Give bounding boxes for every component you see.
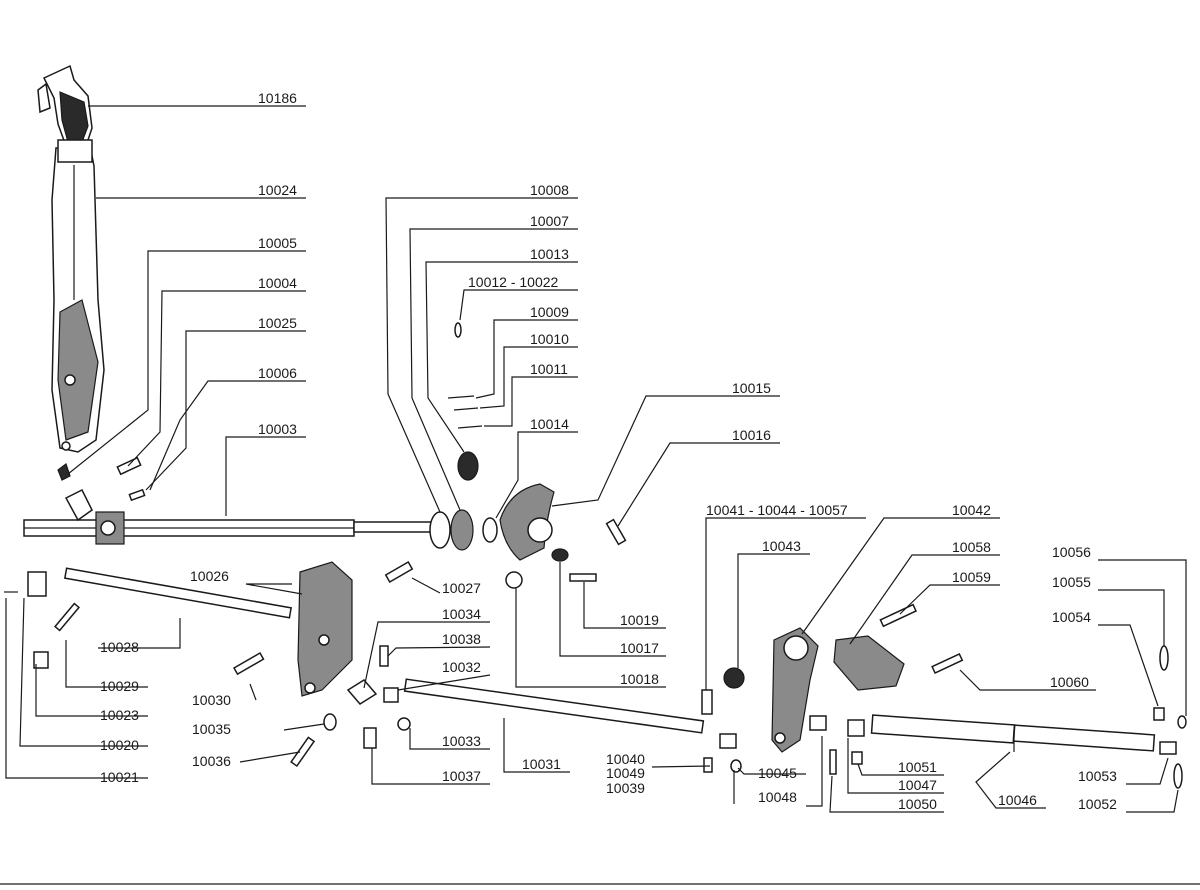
label-10004: 10004	[258, 275, 297, 291]
label-10024: 10024	[258, 182, 297, 198]
label-10007: 10007	[530, 213, 569, 229]
label-10010: 10010	[530, 331, 569, 347]
label-10037: 10037	[442, 768, 481, 784]
label-10051: 10051	[898, 759, 937, 775]
label-10011: 10011	[530, 361, 568, 377]
label-10026: 10026	[190, 568, 229, 584]
label-10012-10022: 10012 - 10022	[468, 274, 559, 290]
label-10038: 10038	[442, 631, 481, 647]
label-10031: 10031	[522, 756, 561, 772]
label-10017: 10017	[620, 640, 659, 656]
label-10054: 10054	[1052, 609, 1091, 625]
label-10013: 10013	[530, 246, 569, 262]
label-10005: 10005	[258, 235, 297, 251]
label-10036: 10036	[192, 753, 231, 769]
label-10015: 10015	[732, 380, 771, 396]
label-10003: 10003	[258, 421, 297, 437]
main-shaft-assembly	[23, 322, 627, 561]
label-10059: 10059	[952, 569, 991, 585]
label-10047: 10047	[898, 777, 937, 793]
label-10025: 10025	[258, 315, 297, 331]
label-10046: 10046	[998, 792, 1037, 808]
label-10006: 10006	[258, 365, 297, 381]
hand-lever-assembly	[37, 64, 146, 502]
label-10039: 10039	[606, 780, 645, 796]
label-10056: 10056	[1052, 544, 1091, 560]
label-10027: 10027	[442, 580, 481, 596]
label-10045: 10045	[758, 765, 797, 781]
relay-linkage	[4, 561, 705, 768]
label-10060: 10060	[1050, 674, 1089, 690]
label-10021: 10021	[100, 769, 139, 785]
label-10048: 10048	[758, 789, 797, 805]
leader-lines	[0, 105, 1200, 885]
label-10040: 10040	[606, 751, 645, 767]
label-10030: 10030	[192, 692, 231, 708]
bellcrank-assembly	[505, 548, 964, 775]
label-10035: 10035	[192, 721, 231, 737]
label-10023: 10023	[100, 707, 139, 723]
label-10043: 10043	[762, 538, 801, 554]
label-10028: 10028	[100, 639, 139, 655]
label-10033: 10033	[442, 733, 481, 749]
label-10014: 10014	[530, 416, 569, 432]
label-10041-10044-10057: 10041 - 10044 - 10057	[706, 502, 848, 518]
label-10058: 10058	[952, 539, 991, 555]
part-number-labels: 10186 10024 10005 10004 10025 10006 1000…	[100, 90, 1117, 812]
label-10016: 10016	[732, 427, 771, 443]
label-10055: 10055	[1052, 574, 1091, 590]
label-10032: 10032	[442, 659, 481, 675]
label-10008: 10008	[530, 182, 569, 198]
label-10019: 10019	[620, 612, 659, 628]
label-10020: 10020	[100, 737, 139, 753]
label-10034: 10034	[442, 606, 481, 622]
label-10186: 10186	[258, 90, 297, 106]
label-10052: 10052	[1078, 796, 1117, 812]
label-10053: 10053	[1078, 768, 1117, 784]
label-10018: 10018	[620, 671, 659, 687]
label-10009: 10009	[530, 304, 569, 320]
tie-rod-assembly	[870, 645, 1187, 789]
label-10050: 10050	[898, 796, 937, 812]
label-10029: 10029	[100, 678, 139, 694]
label-10049: 10049	[606, 765, 645, 781]
label-10042: 10042	[952, 502, 991, 518]
